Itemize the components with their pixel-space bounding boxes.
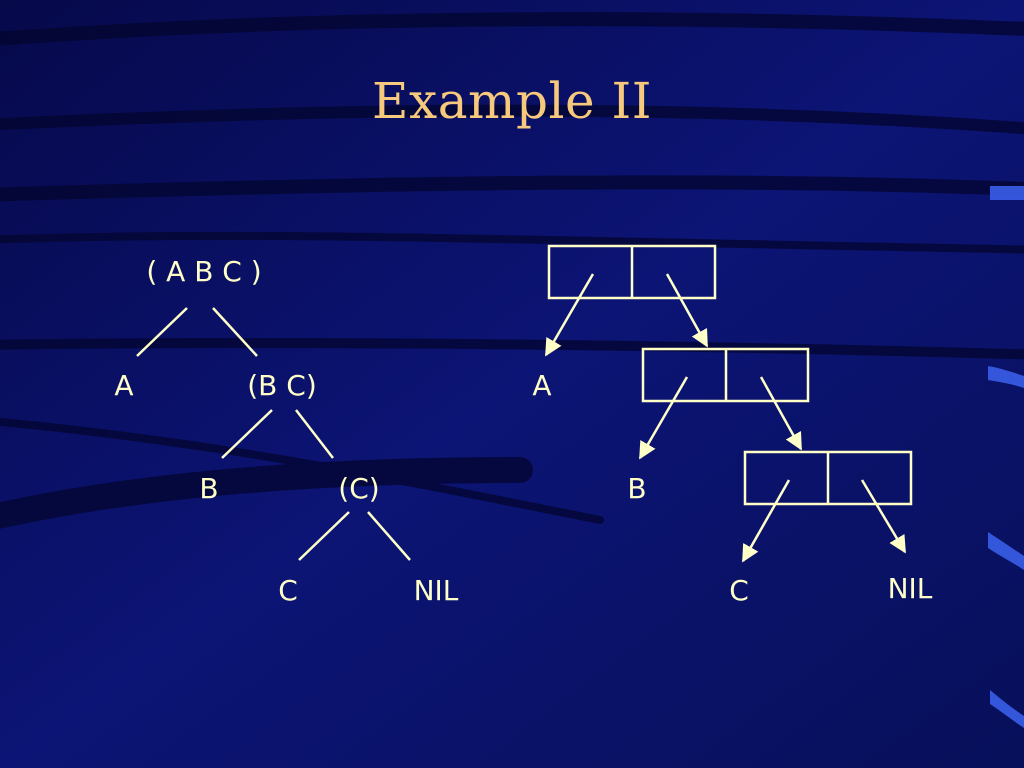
arrow-cell1-car	[544, 273, 595, 357]
tree-edge-bc-c	[295, 409, 334, 459]
arrow-cell2-car	[638, 376, 689, 460]
slide-title: Example II	[372, 72, 652, 130]
arrow-cell2-cdr	[759, 376, 803, 451]
tree-node-c: C	[278, 574, 298, 607]
tree-node-c-list: (C)	[338, 472, 380, 505]
tree-edge-c-c	[298, 511, 350, 561]
cell-label-nil: NIL	[887, 572, 933, 605]
tree-edge-root-bc	[212, 307, 258, 357]
cell-label-a: A	[532, 369, 552, 402]
tree-node-nil: NIL	[413, 574, 459, 607]
arrow-cell3-car	[741, 479, 791, 563]
tree-root-label: ( A B C )	[146, 255, 262, 288]
cell-label-b: B	[627, 472, 647, 505]
arrow-cell3-cdr	[860, 479, 907, 554]
cell-label-c: C	[729, 574, 749, 607]
tree-node-b: B	[199, 472, 219, 505]
tree-edge-root-a	[136, 307, 188, 357]
tree-node-bc: (B C)	[247, 369, 317, 402]
arrow-cell1-cdr	[665, 273, 709, 348]
tree-node-a: A	[114, 369, 134, 402]
tree-edge-c-nil	[367, 511, 411, 561]
tree-edge-bc-b	[221, 409, 273, 459]
